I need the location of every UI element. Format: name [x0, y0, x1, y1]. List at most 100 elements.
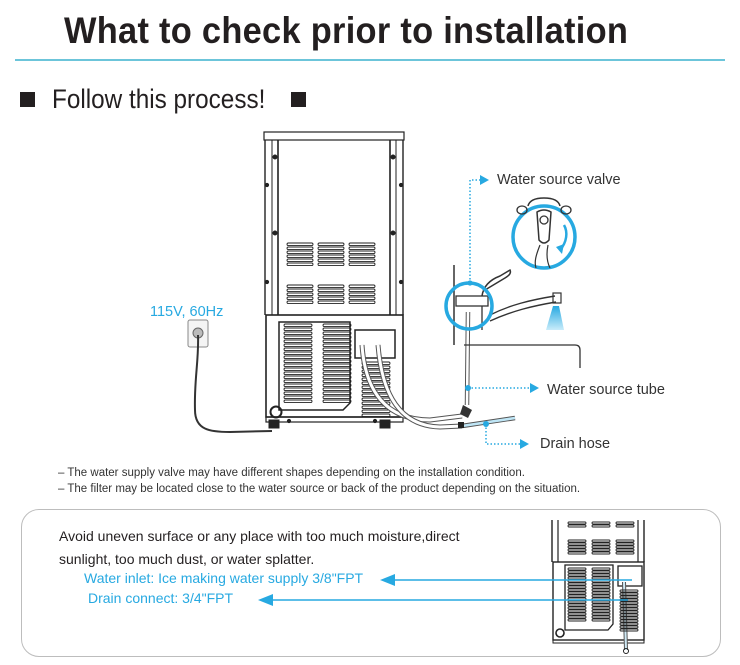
vent-slot — [283, 379, 313, 384]
arrow-left-icon — [380, 574, 395, 586]
vent-slot — [348, 288, 376, 293]
vent-slot — [317, 292, 345, 297]
info-box-pointers — [258, 574, 632, 606]
vent-slot — [283, 375, 313, 380]
vent-slot — [322, 399, 352, 404]
vent-slot — [361, 365, 391, 370]
power-cord — [193, 334, 273, 434]
vent-slot — [567, 524, 587, 528]
vent-slot — [322, 327, 352, 332]
vent-slot — [615, 545, 635, 549]
arrow-left-icon — [258, 594, 273, 606]
vent-slot — [567, 603, 587, 607]
vent-slot — [317, 242, 345, 247]
vent-slot — [283, 383, 313, 388]
callout-dot — [467, 280, 473, 286]
vent-slot — [619, 625, 639, 629]
vent-slot — [361, 369, 391, 374]
vent-slot — [619, 595, 639, 599]
vent-louvers — [283, 242, 391, 418]
vent-slot — [286, 242, 314, 247]
notes-list: – The water supply valve may have differ… — [58, 465, 580, 497]
vent-slot — [591, 582, 611, 586]
vent-slot — [591, 600, 611, 604]
vent-slot — [348, 262, 376, 267]
vent-slot — [567, 600, 587, 604]
vent-slot — [348, 284, 376, 289]
vent-slot — [567, 588, 587, 592]
vent-slot — [567, 606, 587, 610]
vent-slot — [283, 323, 313, 328]
vent-slot — [591, 545, 611, 549]
vent-slot — [361, 401, 391, 406]
vent-slot — [322, 375, 352, 380]
vent-slot — [283, 335, 313, 340]
vent-slot — [322, 391, 352, 396]
vent-slot — [283, 347, 313, 352]
section-heading-text: Follow this process! — [52, 84, 266, 114]
vent-slot — [286, 296, 314, 301]
arrow-icon — [520, 439, 529, 449]
vent-slot — [322, 355, 352, 360]
vent-slot — [615, 548, 635, 552]
vent-slot — [283, 363, 313, 368]
vent-slot — [322, 359, 352, 364]
vent-slot — [567, 539, 587, 543]
vent-slot — [591, 548, 611, 552]
vent-slot — [619, 592, 639, 596]
callout-dot — [483, 421, 489, 427]
vent-slot — [591, 591, 611, 595]
vent-slot — [322, 331, 352, 336]
vent-slot — [567, 609, 587, 613]
vent-slot — [591, 612, 611, 616]
vent-slot — [591, 570, 611, 574]
ice-maker-back-view — [263, 131, 405, 429]
vent-slot — [283, 355, 313, 360]
vent-slot — [322, 371, 352, 376]
vent-slot — [317, 300, 345, 305]
vent-slot — [348, 242, 376, 247]
vent-slot — [286, 292, 314, 297]
square-bullet-icon — [291, 92, 307, 107]
vent-slot — [619, 601, 639, 605]
vent-slot — [567, 521, 587, 525]
vent-slot — [286, 262, 314, 267]
vent-slot — [317, 288, 345, 293]
vent-slot — [619, 589, 639, 593]
vent-slot — [283, 331, 313, 336]
vent-slot — [591, 551, 611, 555]
water-inlet-spec: Water inlet: Ice making water supply 3/8… — [84, 570, 364, 586]
vent-slot — [317, 246, 345, 251]
vent-slot — [322, 343, 352, 348]
vent-slot — [361, 373, 391, 378]
vent-slot — [322, 367, 352, 372]
drain-connect-spec: Drain connect: 3/4"FPT — [88, 590, 234, 606]
vent-slot — [286, 300, 314, 305]
vent-slot — [361, 385, 391, 390]
vent-slot — [567, 594, 587, 598]
vent-slot — [591, 618, 611, 622]
vent-slot — [615, 551, 635, 555]
vent-slot — [591, 567, 611, 571]
vent-slot — [322, 383, 352, 388]
vent-slot — [567, 582, 587, 586]
vent-slot — [591, 606, 611, 610]
page-title: What to check prior to installation — [64, 10, 629, 51]
vent-slot — [591, 524, 611, 528]
vent-slot — [286, 250, 314, 255]
vent-slot — [619, 619, 639, 623]
arrow-icon — [530, 383, 539, 393]
vent-slot — [348, 246, 376, 251]
vent-slot — [283, 327, 313, 332]
faucet — [453, 265, 581, 368]
square-bullet-icon — [20, 92, 35, 107]
vent-slot — [619, 628, 639, 632]
vent-slot — [567, 585, 587, 589]
callout-leaders — [468, 179, 530, 445]
valve-zoom-detail — [511, 197, 577, 270]
vent-slot — [591, 573, 611, 577]
vent-slot — [283, 391, 313, 396]
vent-slot — [591, 576, 611, 580]
vent-slot — [286, 258, 314, 263]
power-spec-label: 115V, 60Hz — [150, 304, 224, 320]
